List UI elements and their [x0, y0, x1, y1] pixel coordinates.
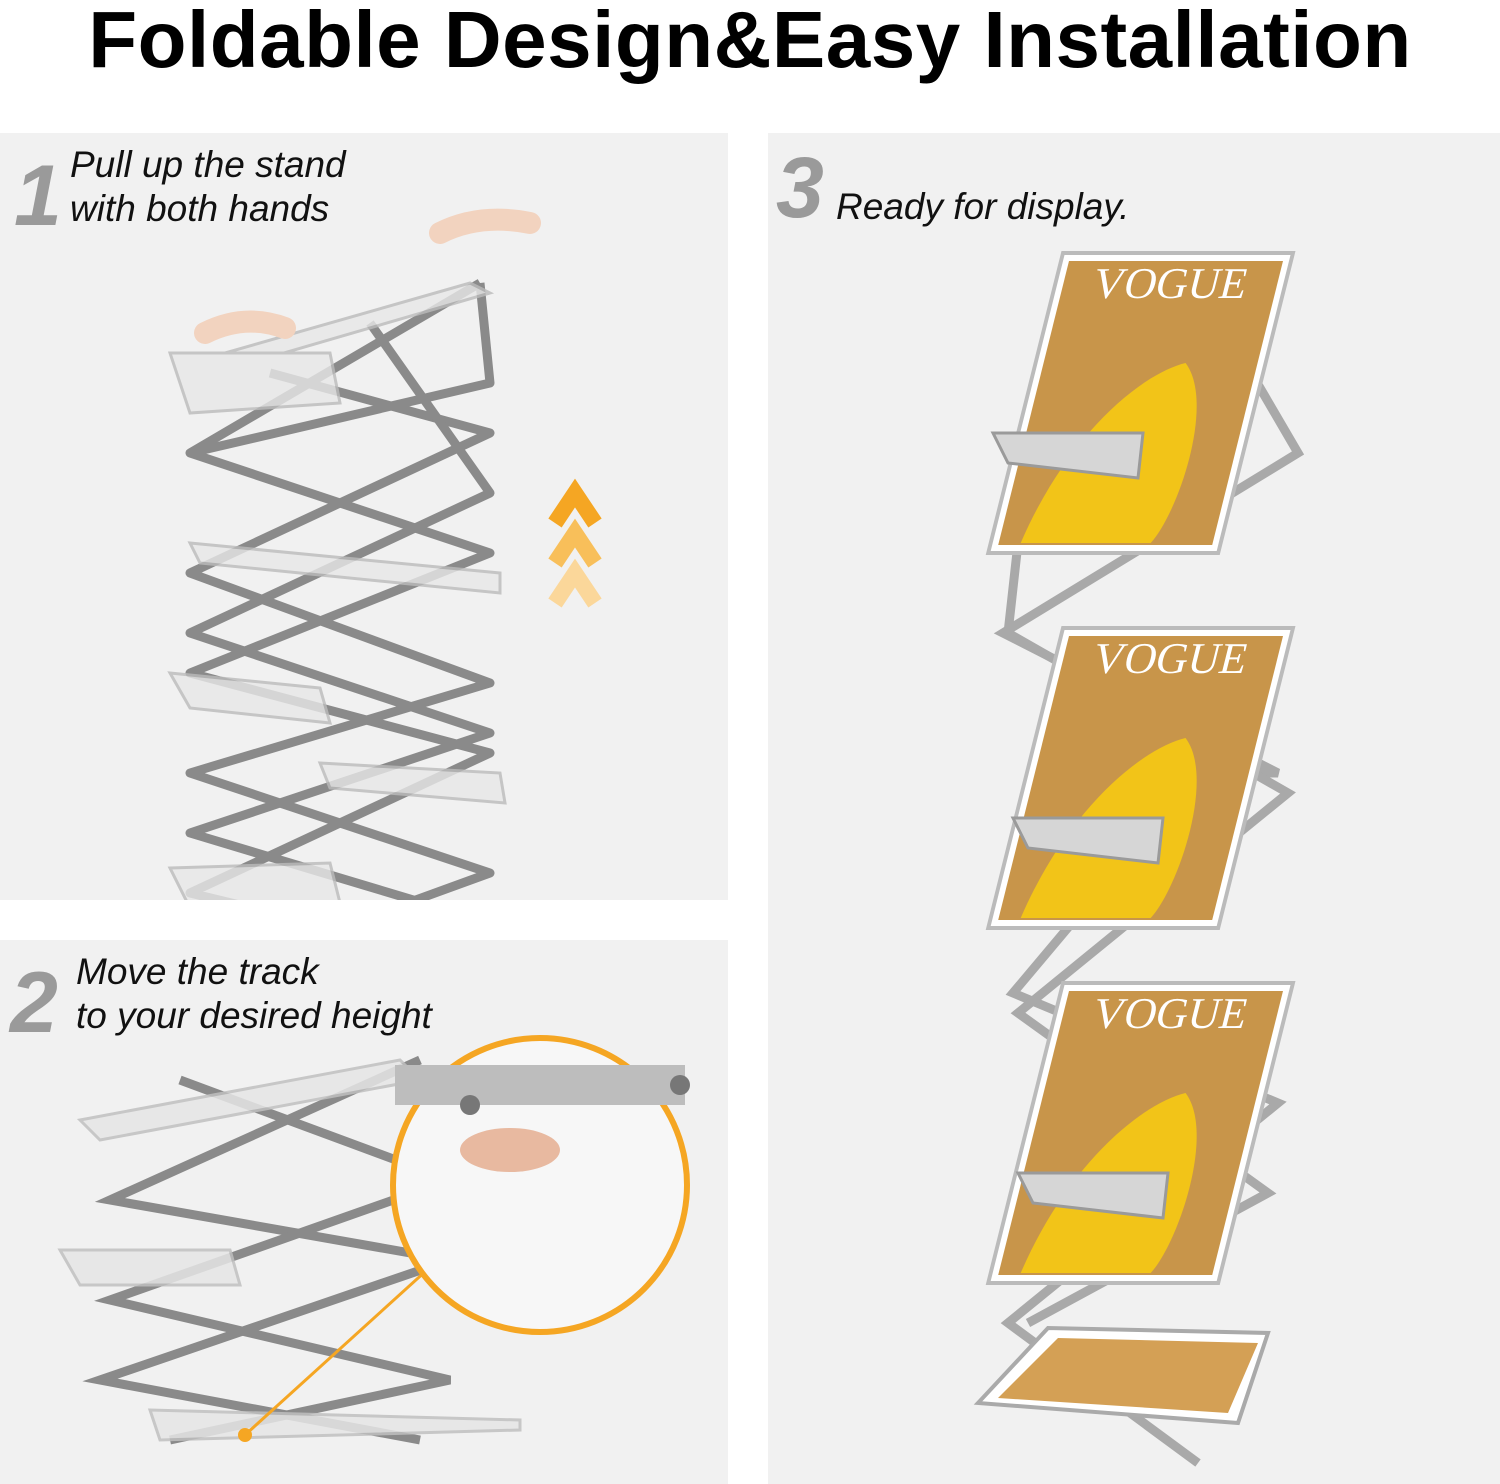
magazine-cover: VOGUE — [985, 251, 1296, 555]
step-text: Ready for display. — [836, 186, 1130, 227]
step-3-panel: 3 Ready for display. VOGUE VOGUE VOGUE — [768, 133, 1500, 1484]
folding-stand-illustration — [167, 208, 602, 900]
svg-text:VOGUE: VOGUE — [1087, 989, 1253, 1038]
step-2-panel: 2 Move the track to your desired height — [0, 940, 728, 1484]
svg-text:VOGUE: VOGUE — [1087, 634, 1253, 683]
step-number: 2 — [10, 955, 58, 1051]
step-text-line2: with both hands — [70, 188, 330, 229]
step-text-line2: to your desired height — [76, 995, 432, 1036]
step-text-line1: Pull up the stand — [70, 144, 346, 185]
page-title: Foldable Design&Easy Installation — [88, 0, 1412, 84]
step-number: 1 — [14, 148, 62, 244]
svg-text:VOGUE: VOGUE — [1087, 259, 1253, 308]
step-number: 3 — [776, 140, 824, 236]
display-stand-illustration: VOGUE VOGUE VOGUE — [973, 251, 1305, 1467]
track-adjust-illustration — [57, 1035, 690, 1445]
magazine-cover: VOGUE — [985, 626, 1296, 930]
step-1-panel: 1 Pull up the stand with both hands — [0, 133, 728, 900]
pull-up-arrows-icon — [548, 478, 602, 608]
step-text-line1: Move the track — [76, 951, 319, 992]
